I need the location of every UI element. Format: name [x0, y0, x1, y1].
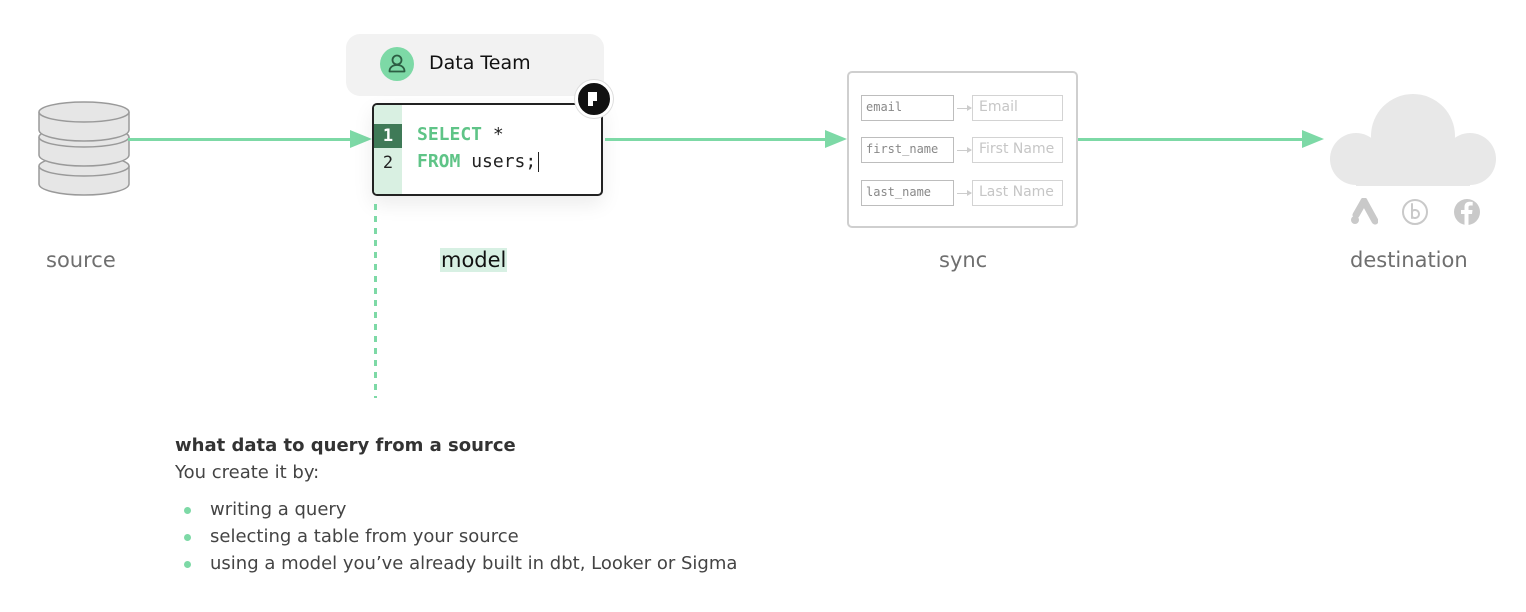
arrow-right-icon: [957, 105, 972, 111]
team-name: Data Team: [429, 52, 531, 74]
list-item: writing a query: [184, 498, 737, 525]
connector-model-sync: [605, 138, 827, 141]
code-line-1: SELECT *: [417, 123, 504, 147]
line-number-1: 1: [374, 124, 402, 148]
list-item: using a model you’ve already built in db…: [184, 552, 737, 579]
stage-label-sync: sync: [939, 248, 988, 272]
user-icon: [380, 47, 414, 81]
facebook-icon: [1454, 199, 1480, 225]
cloud-icon: [1330, 94, 1496, 186]
arrow-right-icon: [957, 190, 972, 196]
destination-field-first-name: First Name: [972, 137, 1063, 163]
stage-label-source: source: [46, 248, 116, 272]
arrowhead-icon: [350, 130, 372, 148]
source-field-email: email: [861, 95, 954, 121]
sql-keyword: FROM: [417, 151, 461, 172]
arrowhead-icon: [825, 130, 847, 148]
connector-source-model: [128, 138, 354, 141]
source-field-first-name: first_name: [861, 137, 954, 163]
database-icon: [38, 101, 130, 196]
hightouch-logo-icon: [575, 80, 613, 118]
destination-field-last-name: Last Name: [972, 180, 1063, 206]
team-card: Data Team: [346, 34, 604, 96]
description-subtitle: You create it by:: [175, 462, 320, 483]
line-gutter: [374, 105, 402, 194]
description-title: what data to query from a source: [175, 435, 516, 456]
arrowhead-icon: [1302, 130, 1324, 148]
sql-text: users;: [460, 151, 537, 172]
stage-label-model: model: [440, 248, 508, 272]
callout-dotted-line: [374, 204, 377, 398]
braze-icon: [1402, 199, 1428, 225]
arrow-right-icon: [957, 147, 972, 153]
connector-sync-destination: [1078, 138, 1304, 141]
line-number-2: 2: [382, 153, 394, 173]
list-item: selecting a table from your source: [184, 525, 737, 552]
sql-text: *: [482, 124, 504, 145]
sql-editor[interactable]: 1 2 SELECT * FROM users;: [372, 103, 603, 196]
sql-keyword: SELECT: [417, 124, 483, 145]
destination-field-email: Email: [972, 95, 1063, 121]
google-ads-icon: [1351, 198, 1378, 225]
description-bullet-list: writing a query selecting a table from y…: [184, 498, 737, 579]
stage-label-destination: destination: [1350, 248, 1468, 272]
code-line-2: FROM users;: [417, 150, 540, 174]
source-field-last-name: last_name: [861, 180, 954, 206]
sync-mapping-box: email Email first_name First Name last_n…: [847, 71, 1078, 228]
text-cursor: [538, 152, 540, 172]
